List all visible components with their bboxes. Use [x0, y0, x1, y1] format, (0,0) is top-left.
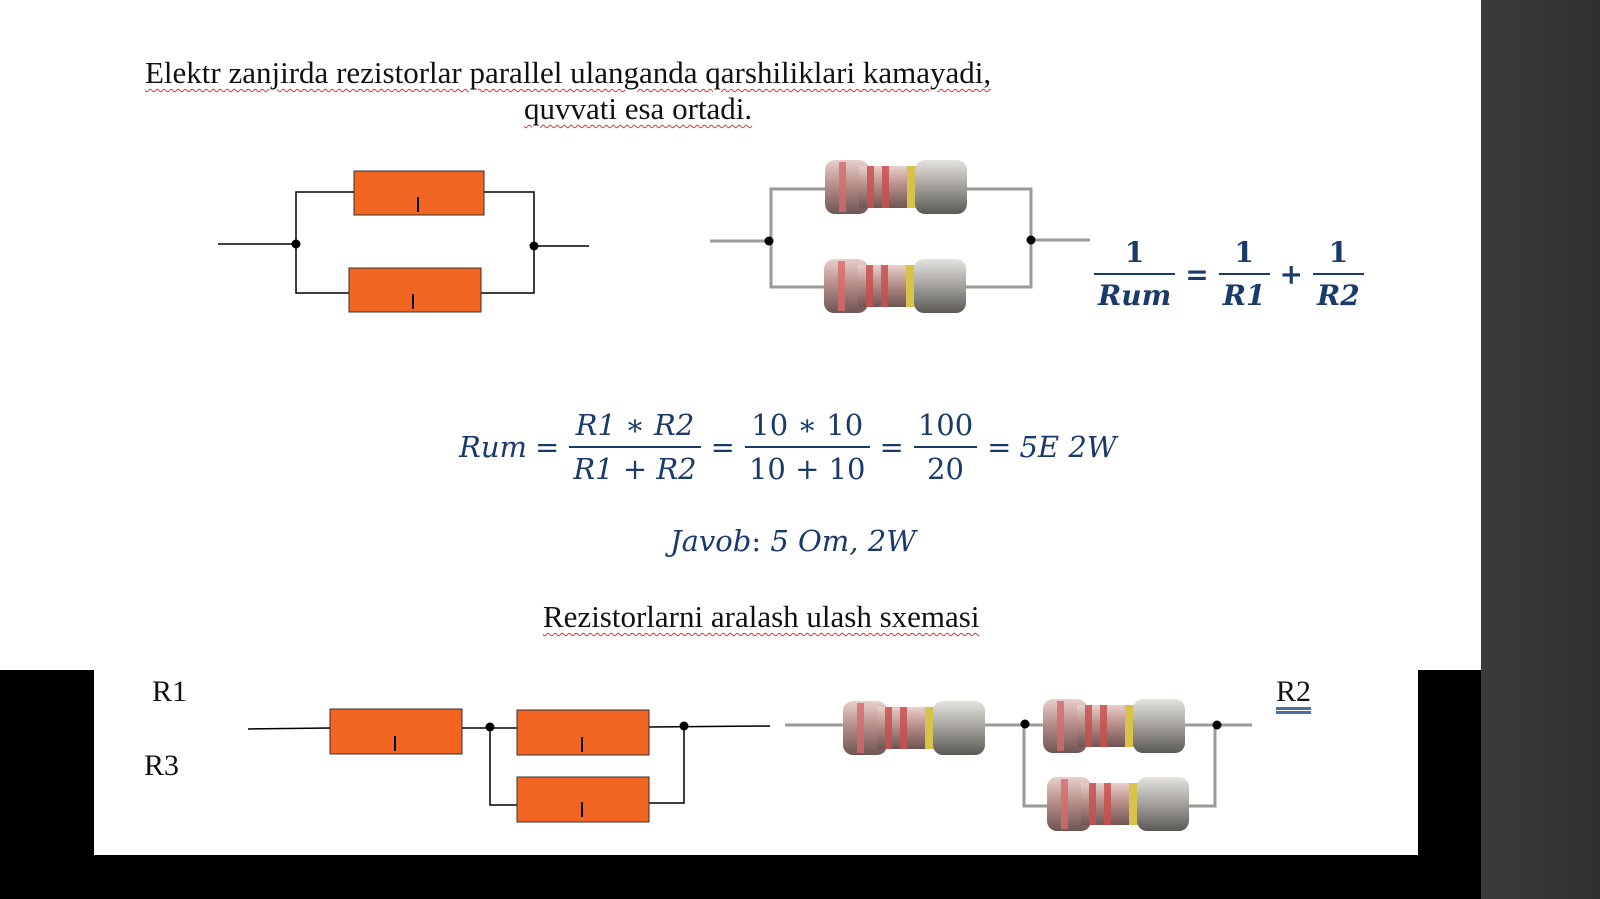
fraction-lhs: 1 Rum [1094, 236, 1176, 312]
junction-dot [485, 722, 495, 732]
photo-resistor [824, 259, 966, 313]
denominator: Rum [1098, 279, 1172, 312]
parallel-photo-circuit [710, 187, 1090, 289]
denominator: R2 [1316, 279, 1360, 312]
equals-sign: = [987, 430, 1012, 464]
photo-resistor [843, 701, 985, 755]
photo-resistor [825, 160, 967, 214]
parallel-resistance-formula: 1 Rum = 1 R1 + 1 R2 [1088, 236, 1370, 312]
answer-line: Javob: 5 Om, 2W [670, 524, 916, 558]
junction-dot [679, 721, 689, 731]
parallel-schematic [218, 191, 589, 294]
denominator: 10 + 10 [748, 452, 866, 486]
equals-sign: = [1185, 257, 1209, 291]
label-r3: R3 [144, 749, 180, 782]
denominator: R1 [1222, 279, 1266, 312]
numerator: 100 [917, 408, 974, 442]
answer-label: Javob [670, 524, 752, 558]
circuit-diagrams [218, 160, 1252, 831]
junction-dot [1212, 720, 1222, 730]
equals-sign: = [535, 430, 560, 464]
fraction-symbolic: R1 ∗ R2 R1 + R2 [569, 408, 701, 486]
answer-colon: : [751, 524, 762, 558]
equals-sign: = [879, 430, 904, 464]
fraction-term-1: 1 R1 [1218, 236, 1270, 312]
answer-value: 5 Om, 2W [770, 524, 916, 558]
label-r1: R1 [152, 675, 187, 709]
numerator: 1 [1124, 236, 1145, 269]
label-r2: R2 [1276, 675, 1312, 708]
fraction-numeric: 10 ∗ 10 10 + 10 [744, 408, 870, 486]
mixed-photo-circuit [785, 723, 1252, 808]
junction-dot [764, 236, 774, 246]
black-letterbox-bottom [0, 855, 1481, 899]
equals-sign: = [710, 430, 735, 464]
resistor-r2 [348, 267, 482, 313]
heading-line-2: quvvati esa ortadi. [524, 91, 753, 126]
equivalent-resistance-calculation: Rum= R1 ∗ R2 R1 + R2 = 10 ∗ 10 10 + 10 =… [455, 408, 1121, 486]
fraction-simplified: 100 20 [913, 408, 978, 486]
junction-dot [1026, 235, 1036, 245]
junction-dot [529, 241, 539, 251]
numerator: 1 [1234, 236, 1254, 269]
junction-dot [1020, 719, 1030, 729]
formula-result: 5E 2W [1019, 430, 1117, 464]
photo-resistor [1043, 699, 1185, 753]
mixed-schematic [247, 725, 771, 806]
numerator: 10 ∗ 10 [751, 408, 864, 442]
plus-sign: + [1279, 257, 1303, 291]
mixed-connection-subheading: Rezistorlarni aralash ulash sxemasi [543, 599, 980, 634]
denominator: R1 + R2 [573, 452, 697, 486]
photo-resistor [1047, 777, 1189, 831]
rum-symbol: Rum [459, 430, 528, 464]
label-r1-text: R1 [152, 675, 188, 708]
denominator: 20 [927, 452, 964, 486]
junction-dot [291, 239, 301, 249]
numerator: 1 [1328, 236, 1349, 269]
right-side-panel [1481, 0, 1600, 899]
numerator: R1 ∗ R2 [575, 408, 695, 442]
heading-line-1: Elektr zanjirda rezistorlar parallel ula… [145, 55, 992, 90]
fraction-term-2: 1 R2 [1312, 236, 1364, 312]
